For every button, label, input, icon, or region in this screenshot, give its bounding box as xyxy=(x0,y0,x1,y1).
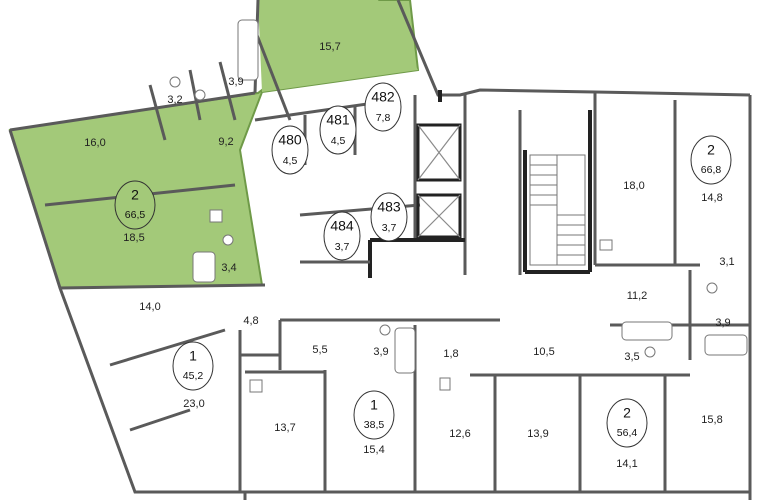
room-area: 14,1 xyxy=(616,458,637,470)
room-area: 16,0 xyxy=(84,137,105,149)
svg-text:481: 481 xyxy=(326,112,350,128)
room-area: 12,6 xyxy=(449,428,470,440)
svg-text:3,7: 3,7 xyxy=(335,241,350,253)
room-area: 3,1 xyxy=(719,256,734,268)
storage-badge[interactable]: 481 4,5 xyxy=(319,105,357,155)
storage-badge[interactable]: 484 3,7 xyxy=(323,211,361,261)
svg-text:2: 2 xyxy=(707,142,715,158)
apartment-badge[interactable]: 2 66,8 xyxy=(690,135,732,185)
elevator-shafts xyxy=(416,123,462,239)
storage-badge[interactable]: 480 4,5 xyxy=(271,125,309,175)
room-area: 5,5 xyxy=(312,344,327,356)
svg-text:38,5: 38,5 xyxy=(364,419,385,431)
svg-text:56,4: 56,4 xyxy=(617,427,638,439)
room-area: 23,0 xyxy=(183,398,204,410)
apartment-badge[interactable]: 2 66,5 xyxy=(114,180,156,230)
room-area: 14,0 xyxy=(139,301,160,313)
room-area: 11,2 xyxy=(627,290,648,302)
svg-text:4,5: 4,5 xyxy=(283,155,298,167)
svg-text:484: 484 xyxy=(330,218,354,234)
room-area: 9,2 xyxy=(218,136,233,148)
room-area: 13,9 xyxy=(527,428,548,440)
room-area: 14,8 xyxy=(701,192,722,204)
svg-text:4,5: 4,5 xyxy=(331,135,346,147)
svg-text:482: 482 xyxy=(371,89,395,105)
room-area: 15,8 xyxy=(701,414,722,426)
svg-text:66,8: 66,8 xyxy=(701,164,722,176)
storage-badge[interactable]: 483 3,7 xyxy=(370,192,408,242)
bathroom-fixtures xyxy=(169,19,748,393)
room-area-labels: 15,7 3,9 3,2 16,0 9,2 18,5 3,4 14,0 4,8 … xyxy=(84,41,734,470)
svg-text:7,8: 7,8 xyxy=(376,112,391,124)
room-area: 15,4 xyxy=(363,444,384,456)
room-area: 18,5 xyxy=(123,232,144,244)
svg-text:480: 480 xyxy=(278,132,302,148)
room-area: 3,4 xyxy=(221,262,236,274)
room-area: 18,0 xyxy=(623,180,644,192)
storage-badge[interactable]: 482 7,8 xyxy=(364,82,402,132)
room-area: 13,7 xyxy=(274,422,295,434)
room-area: 1,8 xyxy=(443,348,458,360)
svg-text:2: 2 xyxy=(623,405,631,421)
apartment-badge[interactable]: 1 38,5 xyxy=(353,390,395,440)
svg-text:3,7: 3,7 xyxy=(382,222,397,234)
svg-text:1: 1 xyxy=(189,348,197,364)
svg-text:45,2: 45,2 xyxy=(183,370,204,382)
apartment-badge[interactable]: 1 45,2 xyxy=(172,341,214,391)
svg-text:2: 2 xyxy=(131,187,139,203)
highlighted-apartment-area-ext xyxy=(258,0,418,92)
svg-text:1: 1 xyxy=(370,397,378,413)
room-area: 3,2 xyxy=(167,94,182,106)
room-area: 3,9 xyxy=(373,346,388,358)
room-area: 10,5 xyxy=(533,346,554,358)
room-area: 3,5 xyxy=(624,351,639,363)
room-area: 4,8 xyxy=(243,315,258,327)
svg-text:66,5: 66,5 xyxy=(125,209,146,221)
room-area: 15,7 xyxy=(319,41,340,53)
room-area: 3,9 xyxy=(228,76,243,88)
staircase xyxy=(529,154,586,266)
svg-text:483: 483 xyxy=(377,199,401,215)
room-area: 3,9 xyxy=(715,317,730,329)
apartment-badge[interactable]: 2 56,4 xyxy=(606,398,648,448)
